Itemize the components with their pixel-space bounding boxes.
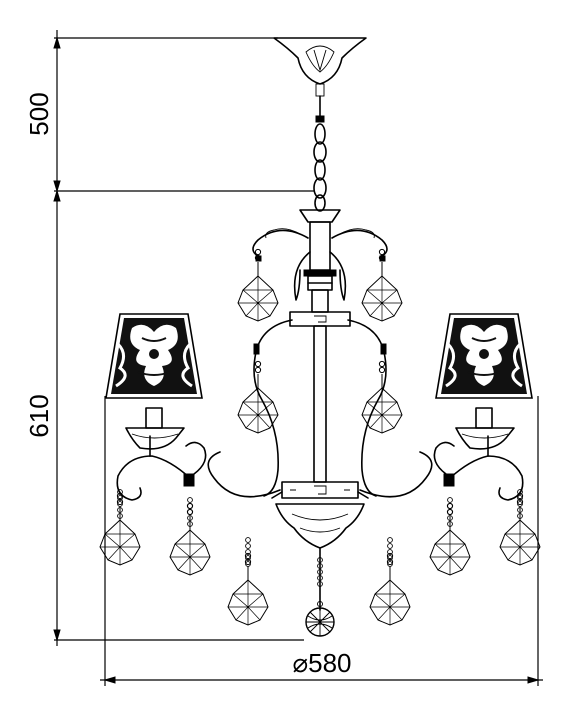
chain	[313, 123, 327, 212]
diameter-label: ⌀580	[292, 648, 351, 678]
ceiling-canopy	[273, 37, 367, 123]
upper-scrolls	[252, 228, 388, 301]
body-height-label: 610	[24, 394, 54, 437]
lamp-arm-left	[104, 312, 281, 501]
lamp-arm-right	[359, 312, 534, 501]
central-column	[275, 209, 365, 611]
bottom-crystal-ball	[305, 601, 335, 637]
lyre-arms	[253, 319, 387, 499]
mount-height-label: 500	[24, 92, 54, 135]
